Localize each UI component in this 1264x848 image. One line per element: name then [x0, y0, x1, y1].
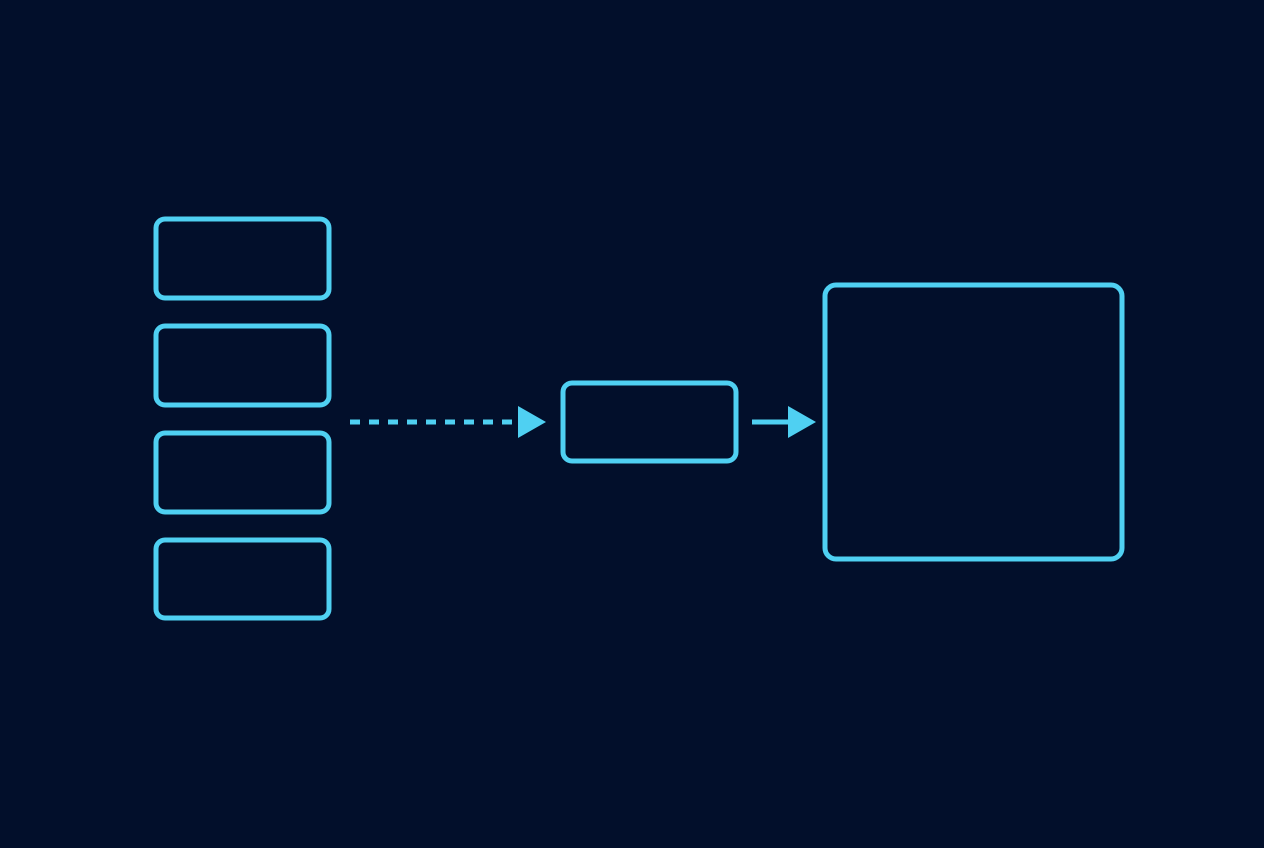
dashed-connector-arrowhead-icon — [518, 406, 546, 438]
middle-node — [560, 380, 739, 464]
dashed-connector — [350, 406, 546, 438]
output-node — [822, 282, 1125, 562]
solid-connector-arrowhead-icon — [788, 406, 816, 438]
solid-connector — [752, 406, 816, 438]
source-node-3 — [153, 430, 332, 515]
source-stack — [153, 216, 332, 621]
source-node-4 — [153, 537, 332, 621]
source-node-2 — [153, 323, 332, 408]
source-node-1 — [153, 216, 332, 301]
